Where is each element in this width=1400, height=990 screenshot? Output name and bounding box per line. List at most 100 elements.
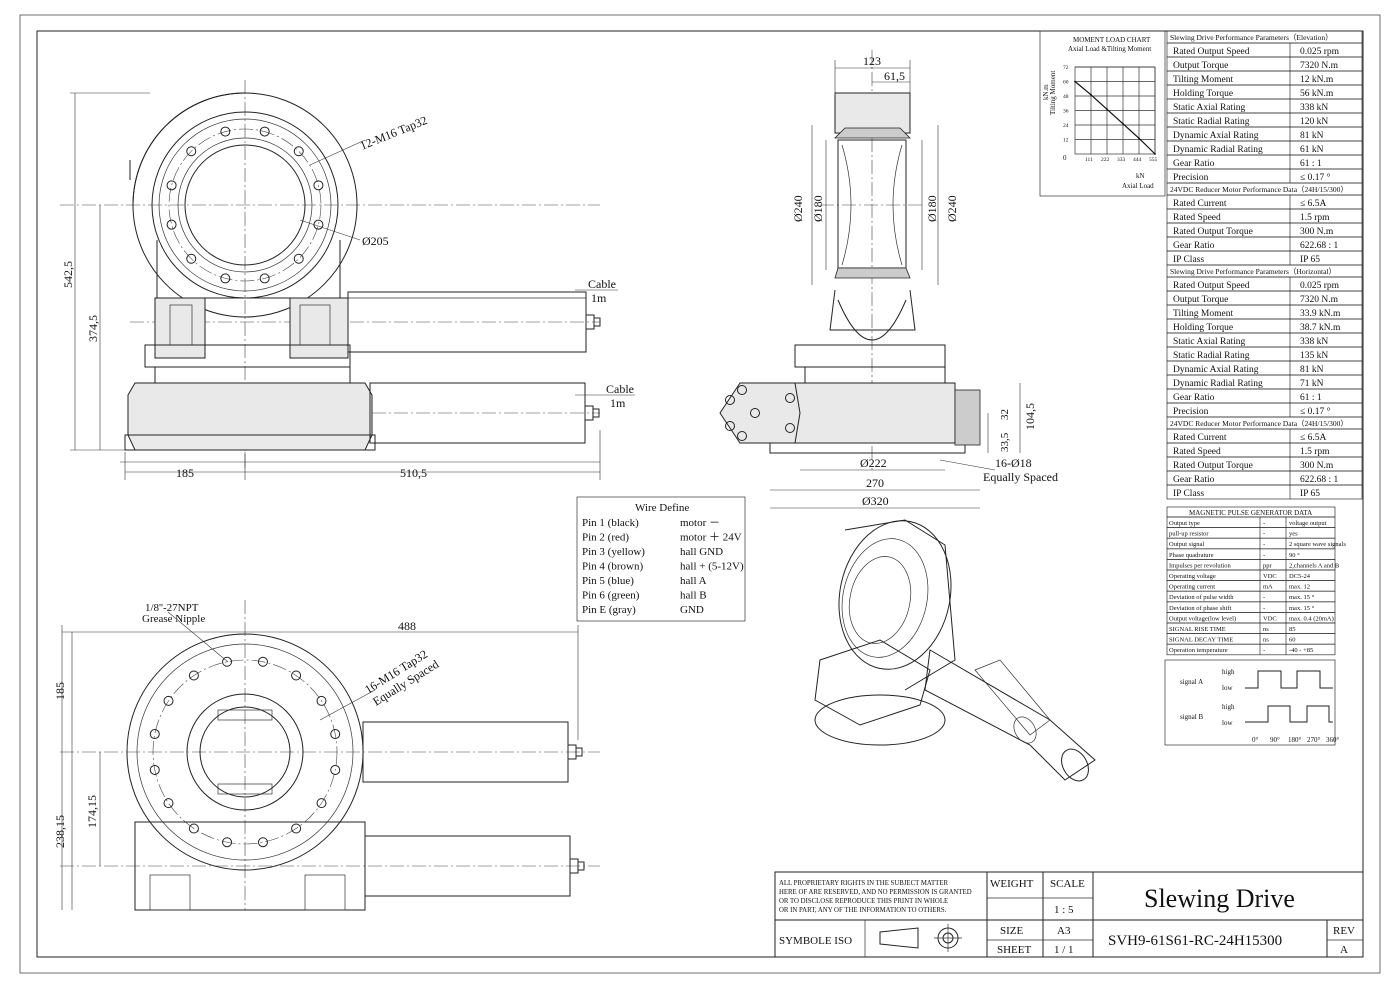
signal-b-wave [1245, 705, 1333, 723]
table-value: 338 kN [1300, 337, 1328, 347]
wire-pin: Pin E (gray) [582, 604, 636, 616]
table-title: 24VDC Reducer Motor Performance Data（24H… [1170, 419, 1348, 428]
table-value: 1.5 rpm [1300, 213, 1330, 223]
dim-33-5: 33,5 [999, 432, 1011, 452]
bolt-hole [293, 253, 304, 264]
rights-line: HERE OF ARE RESERVED, AND NO PERMISSION … [779, 889, 972, 896]
wire-function: hall + (5-12V) [680, 561, 744, 573]
table-value: ≤ 6.5A [1300, 199, 1326, 209]
signal-a-wave [1245, 670, 1333, 689]
flange-hole [725, 395, 735, 405]
wire-pin: Pin 5 (blue) [582, 575, 634, 587]
outer-border [19, 14, 1381, 974]
table-value: 81 kN [1300, 365, 1324, 375]
chart-y-tick: 60 [1063, 80, 1069, 86]
chart-x-tick: 333 [1117, 157, 1126, 163]
pulse-param: SIGNAL DECAY TIME [1169, 637, 1233, 644]
pulse-unit: ppr [1263, 562, 1273, 569]
pulse-unit: - [1263, 605, 1265, 612]
dim-374-5: 374,5 [86, 315, 100, 342]
table-param: Dynamic Radial Rating [1173, 379, 1263, 389]
dim-123: 123 [863, 54, 881, 68]
pulse-value: voltage output [1289, 520, 1327, 527]
rights-line: OR TO DISCLOSE REPRODUCE THIS PRINT IN W… [779, 898, 948, 905]
wire-function: hall B [680, 590, 707, 602]
bolt-hole [163, 695, 174, 706]
title-block: ALL PROPRIETARY RIGHTS IN THE SUBJECT MA… [774, 871, 1364, 958]
flange-hole [737, 431, 747, 441]
chart-point [1138, 137, 1140, 140]
wire-function: hall GND [680, 546, 723, 558]
cable-length-upper: 1m [591, 291, 607, 305]
pulse-title: MAGNETIC PULSE GENERATOR DATA [1189, 509, 1312, 517]
table-value: 120 kN [1300, 117, 1328, 127]
weight-label: WEIGHT [990, 878, 1034, 890]
rev-value: A [1340, 944, 1348, 956]
pulse-value: 2 square wave signals [1289, 541, 1346, 548]
bolt-hole [313, 219, 324, 230]
table-value: 56 kN.m [1300, 89, 1334, 99]
dim-61-5: 61,5 [884, 69, 905, 83]
pulse-unit: - [1263, 541, 1265, 548]
pulse-unit: VDC [1263, 573, 1277, 580]
pulse-unit: mA [1263, 584, 1273, 591]
table-param: Holding Torque [1173, 323, 1233, 333]
table-value: ≤ 0.17 ° [1300, 172, 1331, 183]
table-param: Rated Current [1173, 433, 1227, 443]
table-param: Precision [1173, 407, 1209, 417]
table-param: Rated Speed [1173, 447, 1221, 457]
table-value: 300 N.m [1300, 227, 1334, 237]
dia-222: Ø222 [860, 456, 887, 470]
grease-callout: 1/8''-27NPT [145, 602, 199, 614]
bolt-hole [293, 146, 304, 157]
dia-180-left: Ø180 [811, 195, 825, 222]
pulse-param: Impulses per revolution [1169, 562, 1231, 569]
chart-point [1090, 93, 1092, 96]
moment-load-chart: MOMENT LOAD CHART Axial Load &Tilting Mo… [1039, 30, 1166, 197]
table-param: Static Radial Rating [1173, 351, 1250, 361]
dim-185-bottom: 185 [53, 682, 67, 700]
pulse-unit: - [1263, 531, 1265, 538]
bottom-view: 1/8''-27NPT Grease Nipple 488 16-M16 Tap… [53, 600, 600, 911]
table-value: 7320 N.m [1300, 61, 1339, 71]
bolt-hole [186, 146, 197, 157]
table-param: Gear Ratio [1173, 475, 1215, 485]
dim-174-15: 174,15 [85, 795, 99, 828]
wire-function: hall A [680, 575, 707, 587]
rights-line: OR IN PART, ANY OF THE INFORMATION TO OT… [779, 907, 947, 914]
pulse-value: -40 - +85 [1289, 647, 1313, 654]
wire-pin: Pin 2 (red) [582, 532, 629, 544]
table-param: Output Torque [1173, 295, 1228, 305]
cable-length-lower: 1m [610, 396, 626, 410]
table-value: 61 : 1 [1300, 393, 1322, 403]
phase-tick: 270° [1307, 736, 1321, 744]
wire-pin: Pin 4 (brown) [582, 561, 643, 573]
pulse-unit: ns [1263, 626, 1269, 633]
table-value: ≤ 0.17 ° [1300, 406, 1331, 417]
table-row [1166, 484, 1363, 500]
pulse-value: 85 [1289, 626, 1296, 633]
bolt-hole [257, 656, 268, 667]
flange-hole [725, 421, 735, 431]
signal-a-label: signal A [1180, 678, 1203, 686]
sheet-label: SHEET [997, 944, 1032, 956]
table-value: IP 65 [1300, 489, 1320, 499]
table-value: 622.68 : 1 [1300, 475, 1339, 485]
wire-define-table: Wire Define Pin 1 (black)motor －Pin 2 (r… [576, 496, 746, 622]
size-label: SIZE [1000, 925, 1024, 937]
bolt-hole [330, 764, 341, 775]
table-param: Rated Output Torque [1173, 227, 1253, 237]
flange-hole [785, 393, 795, 403]
table-param: Rated Current [1173, 199, 1227, 209]
pulse-unit: - [1263, 647, 1265, 654]
projection-circle-icon [934, 924, 962, 952]
bolt-hole [220, 273, 231, 284]
bolt-hole [222, 837, 233, 848]
table-value: 0.025 rpm [1300, 47, 1340, 57]
pulse-param: Output voltage(low level) [1169, 615, 1236, 622]
table-param: Rated Output Torque [1173, 461, 1253, 471]
signal-b-label: signal B [1180, 713, 1203, 721]
pulse-param: Output signal [1169, 541, 1204, 548]
chart-title: MOMENT LOAD CHART [1073, 36, 1151, 44]
bolt-hole [222, 656, 233, 667]
